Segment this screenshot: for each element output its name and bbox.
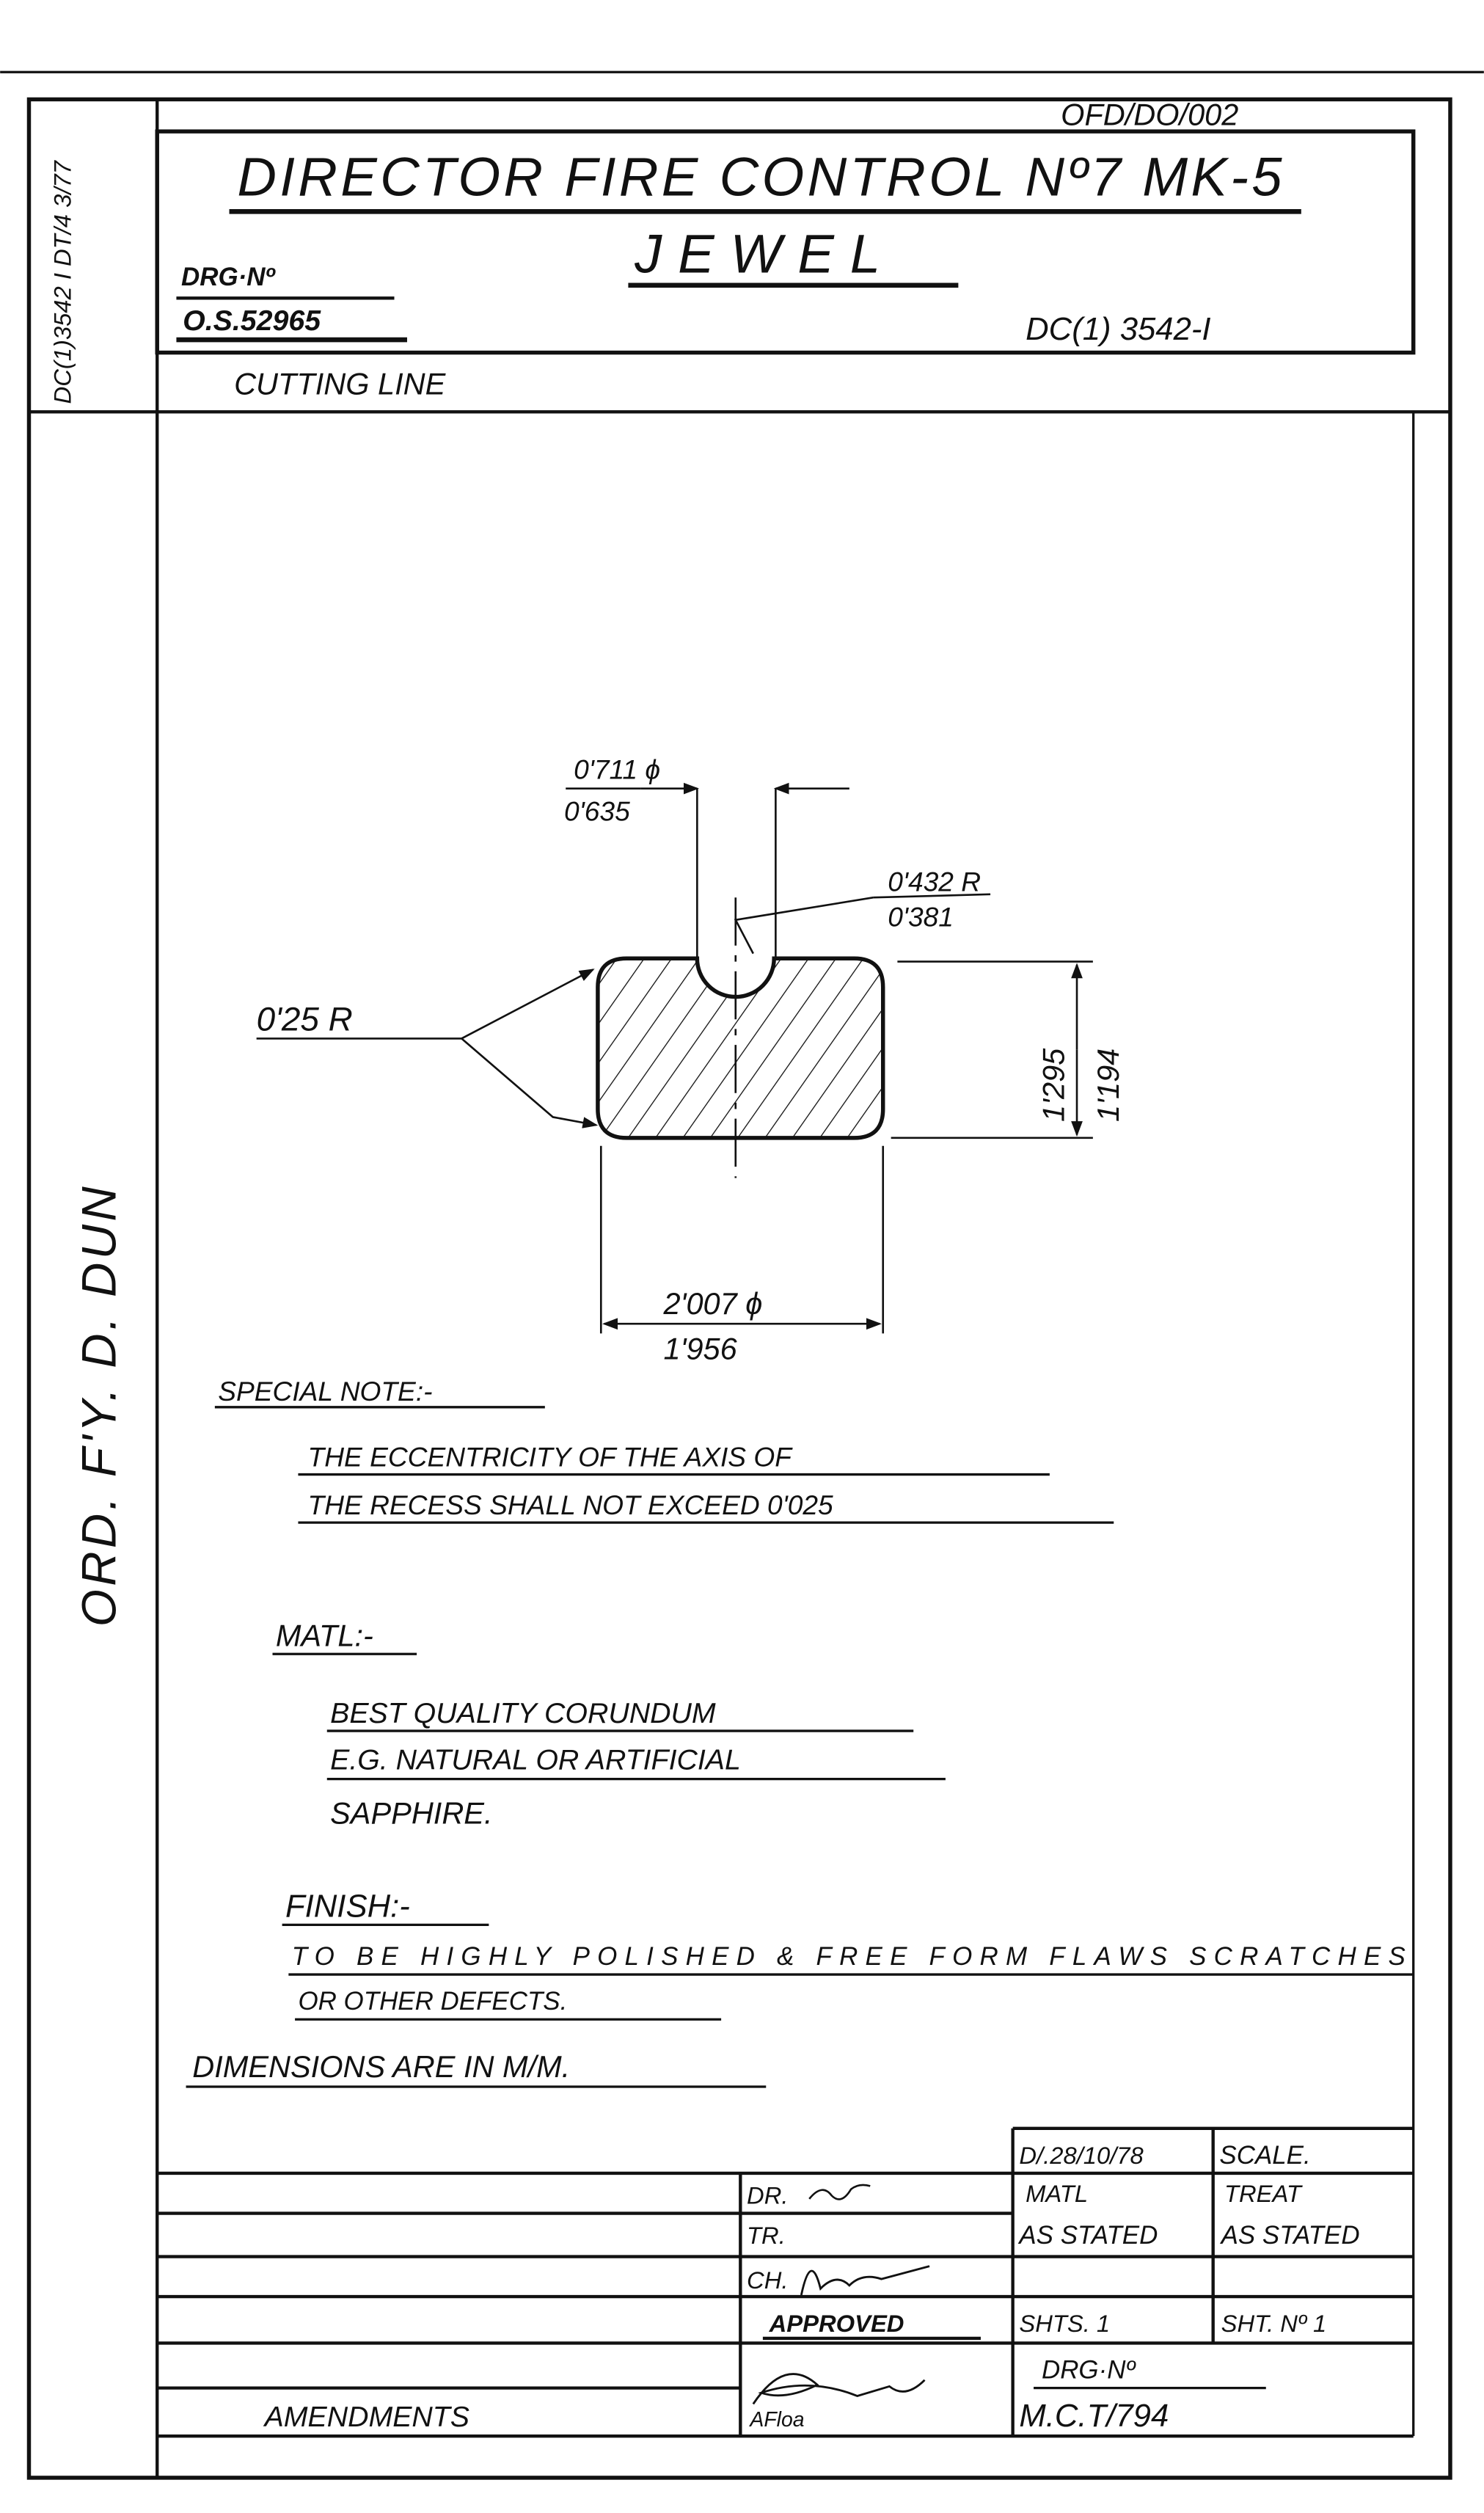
- drawing-frame: [0, 70, 1484, 2480]
- drawn-by-signature: [808, 2184, 871, 2200]
- reference-number: OFD/DO/002: [1061, 97, 1238, 131]
- date: D/.28/10/78: [1019, 2142, 1144, 2169]
- traced-by-label: TR.: [747, 2222, 786, 2249]
- recess-diameter-max: 0'711 ϕ: [574, 754, 660, 785]
- special-note-line-2: THE RECESS SHALL NOT EXCEED 0'025: [308, 1489, 834, 1520]
- drg-number: O.S.52965: [183, 304, 321, 337]
- material-line-1: BEST QUALITY CORUNDUM: [330, 1697, 716, 1729]
- finish-line-1: TO BE HIGHLY POLISHED & FREE FORM FLAWS …: [292, 1942, 1406, 1971]
- dc-number: DC(1) 3542-I: [1026, 311, 1210, 347]
- corner-radius: 0'25 R: [257, 1000, 353, 1038]
- special-note-line-1: THE ECCENTRICITY OF THE AXIS OF: [308, 1442, 794, 1473]
- material-value: AS STATED: [1017, 2221, 1158, 2250]
- height-min: 1'194: [1091, 1048, 1125, 1122]
- jewel-section: [596, 956, 885, 1140]
- height-max: 1'295: [1037, 1048, 1071, 1122]
- title-block-grid: [157, 2126, 1414, 2438]
- finish-heading: FINISH:-: [285, 1888, 410, 1924]
- drawing-subtitle: JEWEL: [634, 223, 896, 284]
- material-line-2: E.G. NATURAL OR ARTIFICIAL: [330, 1743, 741, 1776]
- recess-radius-max: 0'432 R: [888, 866, 981, 897]
- treatment-label: TREAT: [1224, 2180, 1303, 2207]
- afloa-label: AFloa: [748, 2408, 804, 2432]
- scale-label: SCALE.: [1219, 2141, 1310, 2170]
- drawn-by-label: DR.: [747, 2181, 788, 2209]
- cutting-line-label: CUTTING LINE: [234, 366, 447, 401]
- side-reference: DC(1)3542 I DT/4 3/77: [48, 159, 76, 404]
- checked-by-label: CH.: [747, 2266, 788, 2294]
- diameter-min: 1'956: [663, 1331, 737, 1365]
- approved-label: APPROVED: [769, 2310, 904, 2337]
- recess-diameter-min: 0'635: [564, 795, 630, 826]
- drg-label: DRG·Nº: [181, 263, 277, 291]
- material-label: MATL: [1026, 2180, 1088, 2207]
- approved-signature: [752, 2373, 926, 2405]
- checked-by-signature: [800, 2265, 930, 2296]
- finish-line-2: OR OTHER DEFECTS.: [298, 1987, 567, 2016]
- treatment-value: AS STATED: [1220, 2221, 1360, 2250]
- material-line-3: SAPPHIRE.: [330, 1796, 492, 1831]
- diameter-max: 2'007 ϕ: [662, 1286, 762, 1321]
- sheets-count: SHTS. 1: [1019, 2310, 1110, 2337]
- sheet-number: SHT. Nº 1: [1221, 2310, 1327, 2337]
- side-stamp: ORD. F'Y. D. DUN: [72, 1183, 125, 1627]
- drg-number-block: M.C.T/794: [1019, 2398, 1169, 2434]
- drg-label-block: DRG·Nº: [1042, 2356, 1137, 2385]
- material-heading: MATL:-: [276, 1618, 373, 1652]
- units-note: DIMENSIONS ARE IN M/M.: [192, 2049, 570, 2084]
- dimension-lines: [256, 782, 1093, 1334]
- drawing-title: DIRECTOR FIRE CONTROL Nº7 MK-5: [237, 146, 1282, 207]
- amendments-label: AMENDMENTS: [263, 2401, 469, 2433]
- special-note-heading: SPECIAL NOTE:-: [218, 1376, 432, 1407]
- recess-radius-min: 0'381: [888, 902, 954, 933]
